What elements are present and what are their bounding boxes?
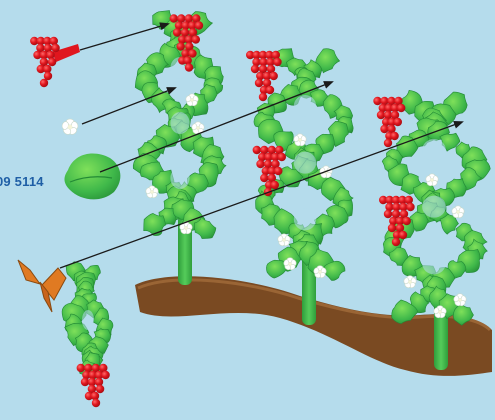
arrow-butterfly (60, 122, 462, 268)
grape-cluster-part-icon (30, 37, 80, 87)
part-code-label: 09 5114 (0, 174, 44, 189)
butterfly-part-icon (18, 260, 66, 312)
leaf-part-icon (65, 154, 121, 200)
arrow-grape (80, 24, 168, 50)
flower-part-icon (61, 119, 79, 136)
vine-top-part-icon (62, 262, 113, 407)
